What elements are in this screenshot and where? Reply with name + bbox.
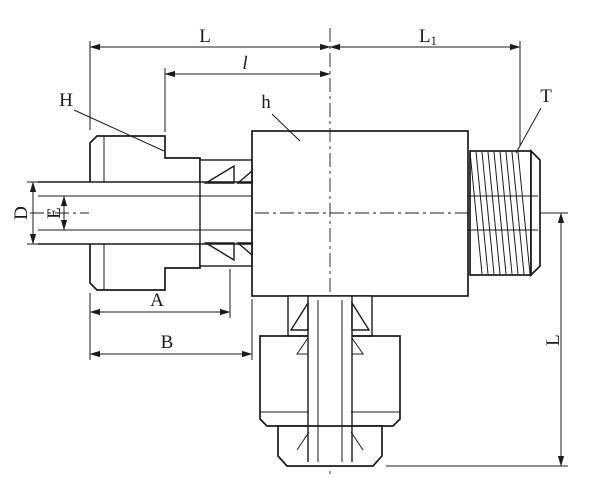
label-A: A [150, 290, 164, 311]
label-T: T [540, 86, 552, 107]
label-h: h [261, 92, 271, 113]
branch-collar-chamfers [296, 431, 364, 451]
left-nut [89, 135, 201, 291]
left-nut-body [89, 135, 201, 291]
label-H: H [59, 90, 73, 111]
branch-assembly [259, 295, 401, 467]
branch-ferrule-right-2 [351, 337, 364, 355]
label-L1: L1 [419, 26, 437, 48]
branch-tube-od [307, 296, 353, 462]
dim-A [89, 269, 231, 318]
dim-L-overall [89, 41, 331, 130]
label-D: D [11, 206, 32, 220]
dim-L1 [329, 41, 521, 146]
thread-tip-chamfer [530, 148, 541, 278]
dimensions [27, 41, 568, 467]
front-ferrule-top [203, 164, 235, 184]
label-L-overall: L [199, 26, 211, 47]
tube-lines-left [38, 181, 252, 245]
thread-bore-lines [468, 195, 538, 231]
male-thread-end [468, 148, 541, 278]
branch-ferrule-left-2 [296, 337, 309, 355]
front-ferrule-bottom [203, 242, 235, 262]
drawing-root: L L1 l H h T D E A B L [11, 26, 568, 478]
label-E: E [44, 207, 65, 219]
branch-tube-id [317, 300, 343, 462]
leader-H [73, 109, 165, 152]
thread-hatching [469, 151, 531, 275]
branch-collar [277, 425, 383, 467]
dim-B [89, 293, 253, 360]
dim-l [164, 68, 331, 132]
dimension-labels: L L1 l H h T D E A B L [11, 26, 564, 353]
ferrule-housing [199, 159, 253, 267]
leader-T [515, 107, 542, 154]
leader-h [271, 113, 301, 142]
branch-nut [259, 335, 401, 427]
dim-D [27, 181, 38, 245]
dim-L-branch [386, 212, 568, 467]
label-L-branch: L [543, 334, 564, 346]
label-l: l [242, 53, 247, 74]
label-B: B [161, 332, 174, 353]
callout-leaders [73, 107, 542, 154]
